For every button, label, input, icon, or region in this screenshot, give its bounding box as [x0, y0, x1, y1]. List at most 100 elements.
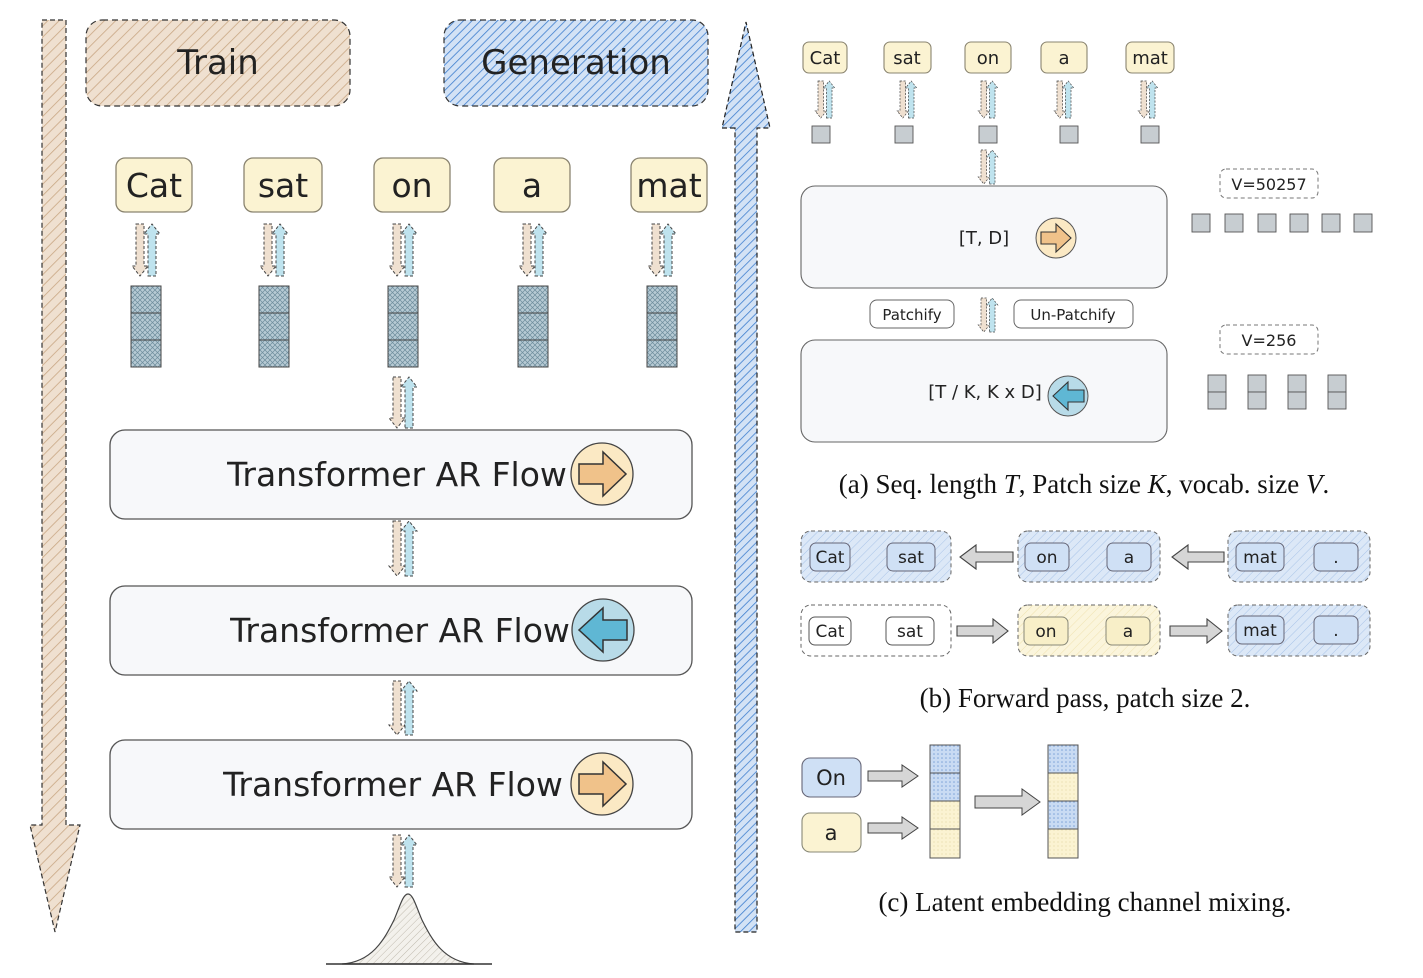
flow-label: Transformer AR Flow [222, 765, 563, 804]
train-direction-arrow [29, 19, 81, 933]
generation-label-box: Generation [443, 19, 709, 107]
bidirectional-arrow-icon [977, 297, 999, 333]
left-arrow-icon [959, 543, 1014, 571]
bidirectional-arrow-icon [814, 80, 836, 119]
svg-text:a: a [1123, 622, 1133, 642]
svg-text:Cat: Cat [816, 622, 845, 642]
left-token: on [373, 157, 451, 213]
gaussian-icon [326, 893, 492, 965]
embedding-stack [646, 285, 678, 368]
svg-text:On: On [816, 766, 846, 790]
bidirectional-arrow-icon [387, 680, 419, 736]
svg-text:.: . [1333, 548, 1338, 568]
flow-block-3: Transformer AR Flow [109, 739, 693, 830]
svg-text:Cat: Cat [126, 166, 182, 205]
bidirectional-arrow-icon [130, 223, 162, 277]
stacked-embedding [929, 744, 961, 859]
svg-text:Un-Patchify: Un-Patchify [1030, 306, 1115, 324]
flow-label: Transformer AR Flow [226, 455, 567, 494]
svg-text:Cat: Cat [810, 48, 841, 69]
patch-group: on a [1017, 530, 1161, 583]
left-arrow-icon [571, 598, 635, 662]
bidirectional-arrow-icon [387, 834, 419, 888]
left-token: mat [630, 157, 708, 213]
svg-text:Cat: Cat [816, 548, 845, 568]
panel-a-token-row: Cat sat on a mat [802, 41, 1175, 74]
bidirectional-arrow-icon [977, 80, 999, 119]
bidirectional-arrow-icon [387, 223, 419, 277]
panel-a-top-block: [T, D] [800, 185, 1168, 289]
left-token: Cat [115, 157, 193, 213]
bidirectional-arrow-icon [977, 149, 999, 185]
train-label: Train [176, 43, 259, 83]
unpatchify-label: Un-Patchify [1013, 299, 1134, 329]
panel-a-token: on [964, 41, 1012, 74]
panel-a-token-cells [811, 125, 1160, 144]
svg-text:[T, D]: [T, D] [959, 228, 1009, 249]
svg-text:mat: mat [1243, 621, 1277, 641]
vocab-cells-large [1191, 213, 1373, 233]
svg-text:a: a [1058, 48, 1069, 69]
panel-a-token: sat [883, 41, 932, 74]
left-embedding-stacks [130, 285, 678, 368]
svg-text:a: a [522, 166, 542, 205]
svg-text:on: on [977, 48, 999, 69]
svg-text:sat: sat [893, 48, 920, 69]
patchify-label: Patchify [869, 299, 955, 329]
embedding-stack [387, 285, 419, 368]
svg-text:[T / K, K x D]: [T / K, K x D] [928, 382, 1042, 403]
embedding-stack [130, 285, 162, 368]
svg-text:sat: sat [898, 548, 924, 568]
generation-direction-arrow [721, 21, 771, 933]
panel-c-token: a [801, 812, 862, 853]
left-arrow-icon [1047, 375, 1089, 417]
svg-text:a: a [1124, 548, 1134, 568]
mixed-embedding [1047, 744, 1079, 859]
bidirectional-arrows [130, 80, 1159, 888]
right-arrow-icon [1035, 217, 1077, 259]
panel-c-token: On [801, 757, 862, 798]
embedding-stack [517, 285, 549, 368]
right-arrow-icon [1169, 617, 1223, 645]
svg-text:a: a [825, 821, 838, 845]
flow-block-1: Transformer AR Flow [109, 429, 693, 520]
panel-a-caption: (a) Seq. length T, Patch size K, vocab. … [839, 469, 1329, 499]
right-arrow-icon [867, 764, 919, 788]
panel-b-caption: (b) Forward pass, patch size 2. [920, 683, 1251, 713]
vocab-size-small: V=256 [1219, 324, 1319, 355]
right-arrow-icon [956, 617, 1009, 645]
train-label-box: Train [85, 19, 351, 107]
bidirectional-arrow-icon [1137, 80, 1159, 119]
embedding-stack [258, 285, 290, 368]
svg-text:sat: sat [258, 166, 308, 205]
svg-text:V=256: V=256 [1242, 331, 1297, 350]
bidirectional-arrow-icon [1053, 80, 1075, 119]
svg-text:on: on [391, 166, 432, 205]
svg-text:mat: mat [636, 166, 701, 205]
svg-text:on: on [1035, 622, 1056, 642]
svg-text:on: on [1036, 548, 1057, 568]
flow-label: Transformer AR Flow [229, 611, 570, 650]
left-token-row: Cat sat on a mat [115, 157, 708, 213]
bidirectional-arrow-icon [896, 80, 918, 119]
patch-group: mat . [1227, 604, 1371, 657]
bidirectional-arrow-icon [646, 223, 678, 277]
patch-group: Cat sat [800, 604, 952, 657]
patch-group: on a [1017, 604, 1161, 657]
bidirectional-arrow-icon [387, 376, 419, 429]
svg-text:mat: mat [1243, 548, 1277, 568]
generation-label: Generation [481, 43, 671, 83]
bidirectional-arrow-icon [517, 223, 549, 277]
panel-c: On a (c) Latent embedding channel mixing… [801, 744, 1292, 917]
svg-text:Patchify: Patchify [882, 306, 941, 324]
right-arrow-icon [570, 442, 634, 506]
patch-group: Cat sat [800, 530, 952, 583]
left-token: sat [243, 157, 323, 213]
svg-text:mat: mat [1132, 48, 1168, 69]
bidirectional-arrow-icon [387, 520, 419, 577]
panel-a-token: Cat [802, 41, 848, 74]
vocab-size-large: V=50257 [1219, 168, 1319, 199]
right-arrow-icon [570, 752, 634, 816]
svg-text:.: . [1333, 621, 1338, 641]
svg-text:sat: sat [897, 622, 923, 642]
